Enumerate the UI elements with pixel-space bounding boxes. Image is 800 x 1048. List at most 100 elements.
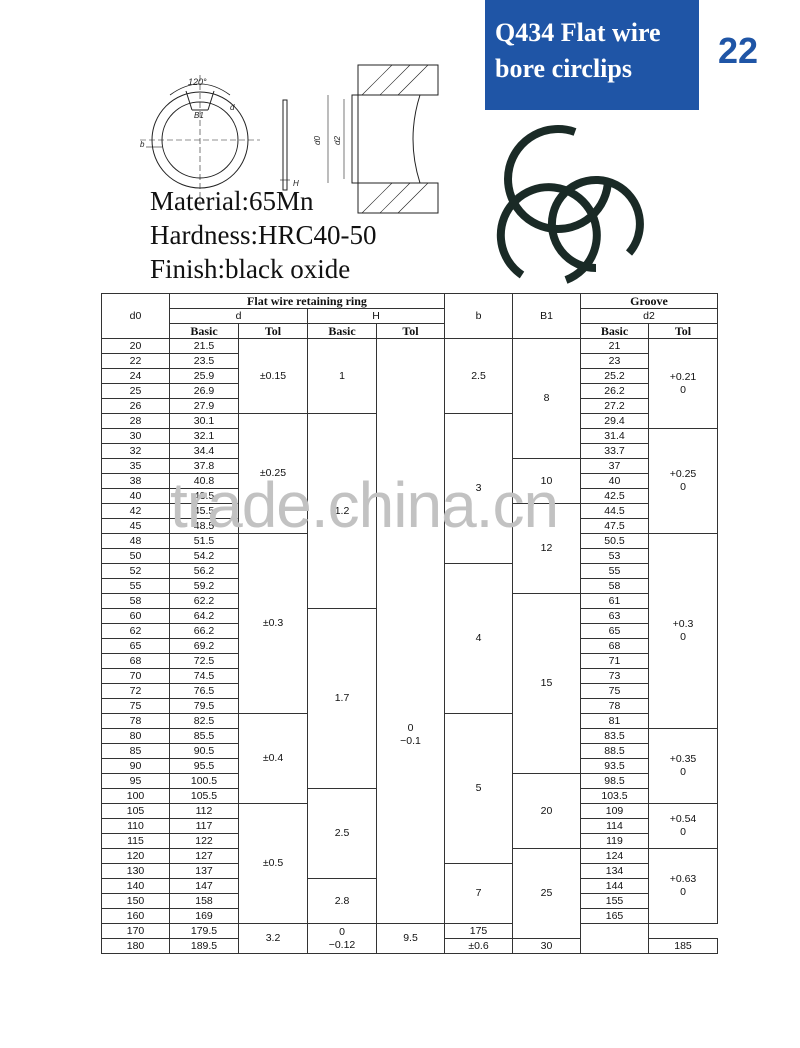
technical-drawing: 120° B1 b d H d0 d2 (140, 64, 439, 214)
d2-basic-cell: 73 (580, 668, 649, 684)
d0-cell: 85 (101, 743, 170, 759)
d2-basic-cell: 53 (580, 548, 649, 564)
d2-tol-cell-line: +0.54 (669, 813, 697, 825)
header-d2-basic: Basic (580, 323, 649, 339)
d2-basic-cell: 103.5 (580, 788, 649, 804)
d-basic-cell: 37.8 (169, 458, 239, 474)
d-basic-cell: 51.5 (169, 533, 239, 549)
d2-tol-cell-line: 0 (680, 766, 686, 778)
title-line-1: Q434 Flat wire (495, 18, 661, 47)
b-label: b (140, 140, 145, 149)
d0-cell: 80 (101, 728, 170, 744)
d2-basic-cell: 25.2 (580, 368, 649, 384)
d2-basic-cell: 155 (580, 893, 649, 909)
h-tol-cell: 0−0.1 (376, 338, 445, 924)
d2-tol-cell-line: +0.21 (669, 370, 697, 383)
d0-cell: 140 (101, 878, 170, 894)
d-basic-cell: 32.1 (169, 428, 239, 444)
h-tol-cell-line: −0.1 (400, 735, 421, 747)
d-basic-cell: 74.5 (169, 668, 239, 684)
d-tol-cell: ±0.4 (238, 713, 308, 804)
d-basic-cell: 112 (169, 803, 239, 819)
d2-basic-cell: 134 (580, 863, 649, 879)
b1-cell: 25 (512, 848, 581, 939)
header-h-basic: Basic (307, 323, 377, 339)
d-basic-cell: 56.2 (169, 563, 239, 579)
d0-cell: 95 (101, 773, 170, 789)
d0-cell: 115 (101, 833, 170, 849)
d0-cell: 120 (101, 848, 170, 864)
groove-section-view (327, 64, 439, 214)
d0-cell: 100 (101, 788, 170, 804)
circlip-front-view (140, 75, 260, 205)
d0-cell: 72 (101, 683, 170, 699)
d-basic-cell: 122 (169, 833, 239, 849)
d2-basic-cell: 40 (580, 473, 649, 489)
d2-basic-cell: 42.5 (580, 488, 649, 504)
d2-tol-cell-line: +0.3 (672, 618, 694, 630)
d0-cell: 22 (101, 353, 170, 369)
b1-label: B1 (194, 111, 204, 120)
d-label: d (230, 103, 235, 112)
h-label: H (293, 179, 299, 188)
d0-cell: 180 (101, 938, 170, 954)
d2-tol-cell-line: 0 (680, 631, 686, 643)
d0-cell: 40 (101, 488, 170, 504)
d-basic-cell: 40.8 (169, 473, 239, 489)
d-tol-cell: ±0.3 (238, 533, 308, 714)
d2-tol-cell-line: 0 (680, 383, 686, 396)
d-basic-cell: 169 (169, 908, 239, 924)
d2-tol-cell-line: 0 (680, 826, 686, 838)
h-tol-cell-line: 0 (339, 925, 345, 938)
d2-basic-cell: 124 (580, 848, 649, 864)
header-d-tol: Tol (238, 323, 308, 339)
d2-basic-cell: 81 (580, 713, 649, 729)
d2-tol-cell-line: +0.35 (669, 753, 697, 765)
d0-cell: 35 (101, 458, 170, 474)
h-basic-cell: 1.7 (307, 608, 377, 789)
d-basic-cell: 30.1 (169, 413, 239, 429)
d-basic-cell: 66.2 (169, 623, 239, 639)
d-basic-cell: 23.5 (169, 353, 239, 369)
d-basic-cell: 34.4 (169, 443, 239, 459)
b-cell: 4 (444, 563, 513, 714)
header-d2-tol: Tol (648, 323, 718, 339)
d-basic-cell: 45.5 (169, 503, 239, 519)
d0-cell: 105 (101, 803, 170, 819)
d-basic-cell: 76.5 (169, 683, 239, 699)
b1-cell: 8 (512, 338, 581, 459)
d0-cell: 170 (101, 923, 170, 939)
d2-basic-cell: 44.5 (580, 503, 649, 519)
d2-basic-cell: 78 (580, 698, 649, 714)
d-basic-cell: 21.5 (169, 338, 239, 354)
page-number: 22 (718, 30, 759, 71)
h-basic-cell: 2.8 (307, 878, 377, 924)
material-spec: Material:65Mn (150, 186, 314, 216)
d0-cell: 78 (101, 713, 170, 729)
d2-basic-cell: 29.4 (580, 413, 649, 429)
d2-basic-cell: 47.5 (580, 518, 649, 534)
b1-cell: 15 (512, 593, 581, 774)
d2-basic-cell: 114 (580, 818, 649, 834)
h-basic-cell: 1.2 (307, 413, 377, 609)
d-basic-cell: 85.5 (169, 728, 239, 744)
header-b: b (444, 293, 513, 339)
d0-cell: 48 (101, 533, 170, 549)
